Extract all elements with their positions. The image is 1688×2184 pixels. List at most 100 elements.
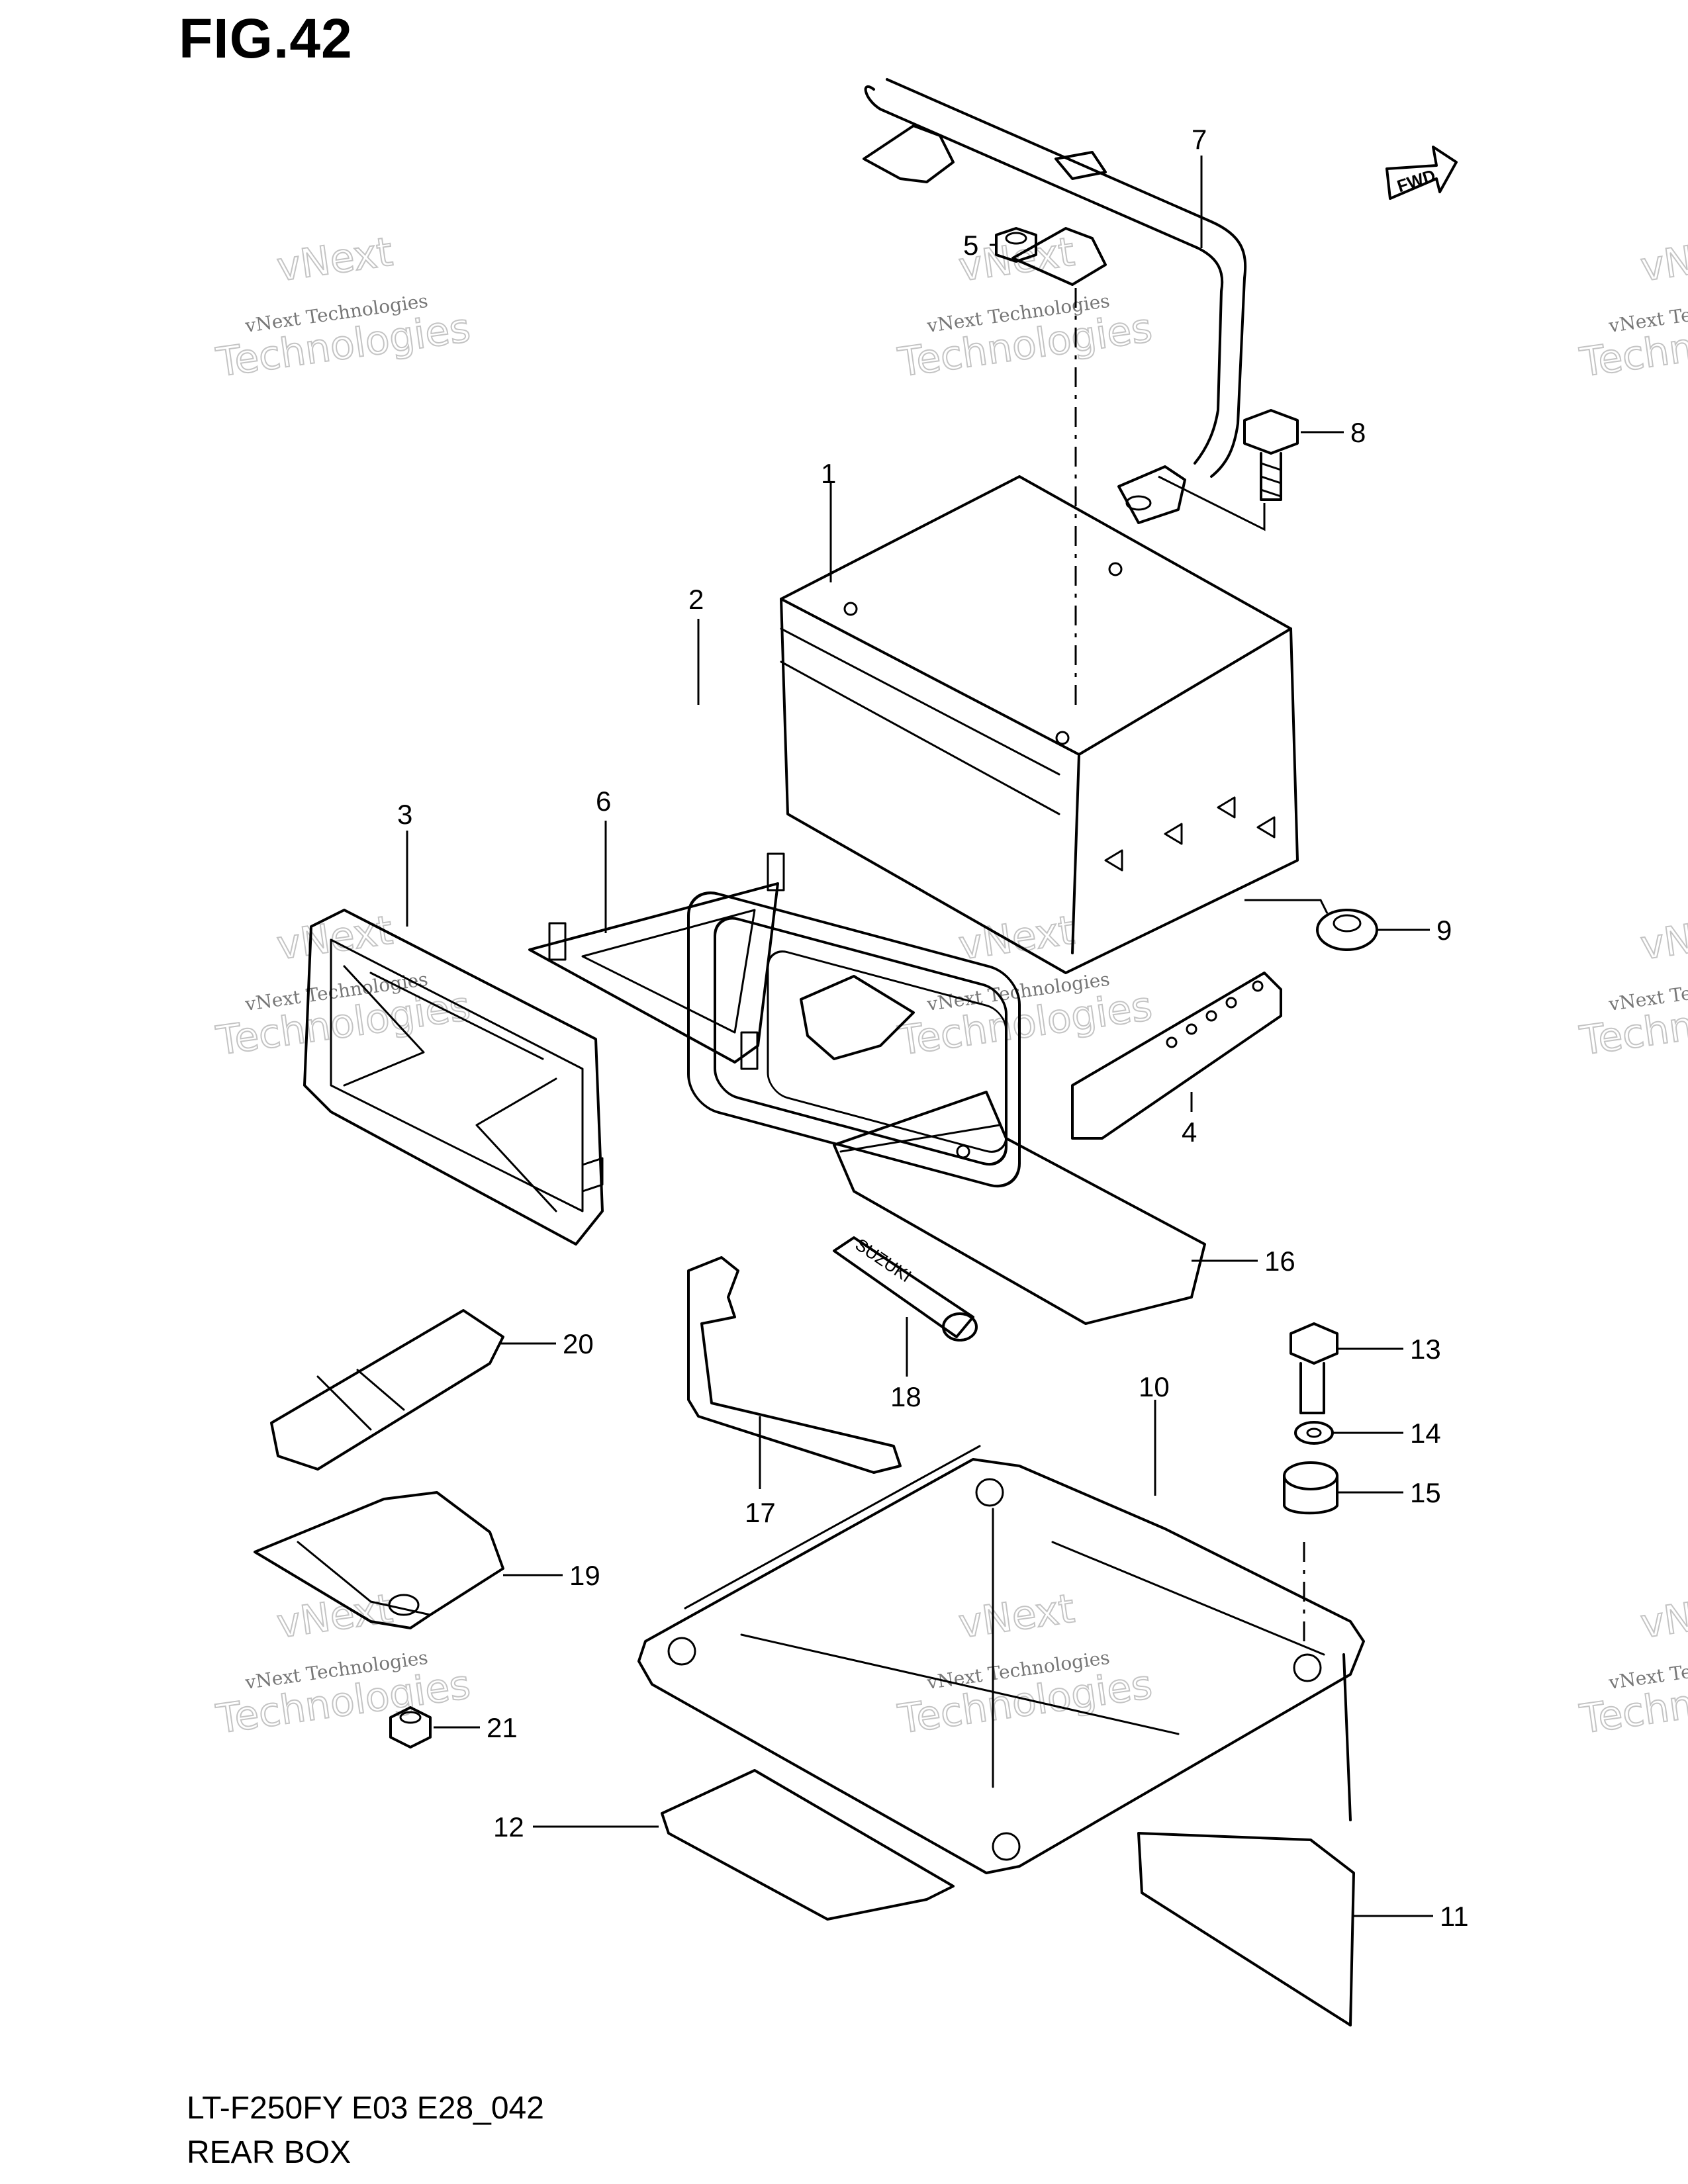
part-15-cushion [1283, 1461, 1338, 1515]
pad-body [661, 1769, 955, 1921]
leader-lines [406, 156, 1433, 1917]
callout-8: 8 [1350, 417, 1366, 448]
watermark-top-center: vNext Technologies vNext Technologies [894, 228, 1155, 387]
part-10-base-plate [637, 1445, 1365, 1874]
grommet-hole [1333, 914, 1362, 933]
latch-hole-2 [1225, 997, 1237, 1009]
box-hole-3 [1055, 731, 1070, 745]
handle-foot-hole [1125, 495, 1152, 511]
tool-tube-body [833, 1236, 974, 1338]
part-7-carrier-handle [863, 78, 1247, 524]
gasket-inner-2 [767, 950, 1008, 1153]
fwd-arrow-badge: FWD [1385, 146, 1458, 200]
alignment-lines [1074, 288, 1329, 1641]
box-rib-1 [780, 627, 1060, 776]
latch-hole-4 [1186, 1023, 1197, 1035]
base-hole-1 [667, 1637, 696, 1666]
latch-hole-5 [1166, 1036, 1178, 1048]
section-name: REAR BOX [187, 2135, 352, 2170]
box-rib-2 [780, 660, 1060, 815]
callout-4: 4 [1182, 1116, 1197, 1148]
latch-plate-body [1071, 972, 1282, 1140]
reflector-stud-2 [767, 852, 785, 891]
base-hole-4 [992, 1832, 1021, 1861]
bracket-hole [388, 1594, 420, 1616]
watermark-big-1: vNext [956, 907, 1077, 970]
strap-buckle [316, 1369, 405, 1431]
watermark-mid-right: vNext Technologies vNext Technologies [1576, 907, 1688, 1066]
callout-2: 2 [688, 584, 704, 615]
nut-21-hole [399, 1711, 422, 1724]
latch-hole-1 [1252, 980, 1264, 992]
bracket-fold [297, 1541, 432, 1616]
part-14-washer [1294, 1421, 1334, 1445]
callout-18: 18 [890, 1381, 921, 1412]
bolt-head [1243, 409, 1299, 455]
box-latch-tabs [1104, 796, 1276, 872]
callout-19: 19 [569, 1560, 600, 1591]
callout-5: 5 [963, 230, 978, 261]
watermark-big-1: vNext [1638, 229, 1688, 291]
align-line-9 [1244, 899, 1329, 914]
handle-foot-bracket [1117, 465, 1186, 524]
part-13-bolt [1289, 1322, 1338, 1414]
callout-13: 13 [1410, 1334, 1441, 1365]
nut-21-hex [389, 1706, 432, 1749]
lid-frame-outer [303, 909, 604, 1246]
cushion-top [1283, 1461, 1338, 1490]
model-code: LT-F250FY E03 E28_042 [187, 2091, 544, 2126]
part-1-rear-box [780, 475, 1299, 974]
base-hole-2 [975, 1478, 1004, 1507]
tool-bag-snap [956, 1144, 970, 1159]
callout-17: 17 [745, 1497, 776, 1528]
callout-12: 12 [493, 1811, 524, 1843]
nut-hex [995, 227, 1037, 263]
part-8-bolt [1243, 409, 1299, 501]
callout-15: 15 [1410, 1477, 1441, 1508]
part-20-strap [270, 1309, 504, 1471]
watermark-group: vNext Technologies vNext Technologies vN… [212, 228, 1688, 1744]
box-hole-2 [1108, 562, 1123, 576]
part-17-wrench [687, 1256, 902, 1474]
nut-hole [1005, 232, 1027, 245]
mount-plate-side [1342, 1653, 1352, 1821]
lid-frame-cross [343, 965, 557, 1212]
bolt-13-head [1289, 1322, 1338, 1365]
box-outline [780, 475, 1299, 974]
handle-mid-bracket [1011, 227, 1107, 286]
watermark-big-1: vNext [1638, 907, 1688, 970]
watermark-big-1: vNext [274, 907, 395, 970]
reflector-stud-1 [548, 922, 567, 961]
bolt-thread [1260, 462, 1282, 498]
watermark-mid-left: vNext Technologies vNext Technologies [212, 907, 473, 1066]
tool-bag-body [833, 1091, 1206, 1325]
strap-body [270, 1309, 504, 1471]
part-4-latch-plate [1071, 972, 1282, 1140]
mount-plate-body [1137, 1832, 1355, 2026]
callout-11: 11 [1440, 1901, 1469, 1932]
reflector-stud-3 [740, 1031, 759, 1070]
watermark-bottom-right: vNext Technologies vNext Technologies [1576, 1585, 1688, 1744]
callout-9: 9 [1436, 915, 1452, 946]
base-plate-ribs [684, 1445, 1325, 1788]
tool-tube-marking: SUZUKI [852, 1234, 915, 1286]
watermark-big-1: vNext [274, 229, 395, 291]
washer-hole [1306, 1428, 1322, 1438]
callout-14: 14 [1410, 1418, 1441, 1449]
box-hole-1 [843, 602, 858, 616]
figure-title: FIG.42 [179, 7, 353, 69]
callout-21: 21 [487, 1712, 518, 1743]
watermark-big-1: vNext [956, 1586, 1077, 1648]
part-12-pad [661, 1769, 955, 1921]
callout-7: 7 [1192, 124, 1207, 155]
callout-3: 3 [397, 799, 412, 830]
reflector-inner [581, 909, 756, 1034]
fwd-arrow-icon [1385, 146, 1458, 200]
watermark-bottom-center: vNext Technologies vNext Technologies [894, 1585, 1155, 1744]
callout-16: 16 [1264, 1246, 1295, 1277]
lid-latch-tab [581, 1157, 604, 1193]
base-hole-3 [1293, 1653, 1322, 1682]
handle-left-bracket [863, 124, 955, 183]
